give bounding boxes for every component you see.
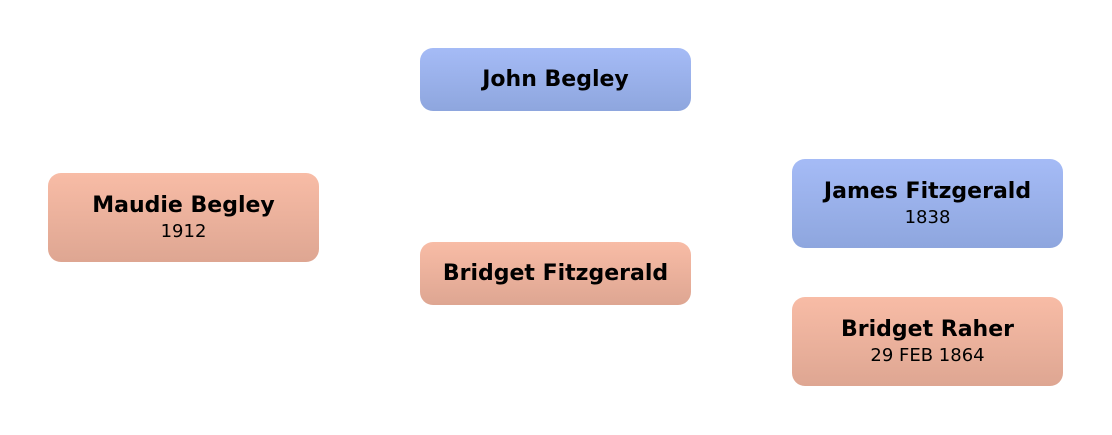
person-name: Bridget Fitzgerald: [442, 260, 669, 286]
person-card-bridget-fitzgerald[interactable]: Bridget Fitzgerald: [420, 242, 691, 305]
person-birth-date: 1838: [904, 206, 951, 228]
person-card-james-fitzgerald[interactable]: James Fitzgerald 1838: [792, 159, 1063, 248]
person-card-john-begley[interactable]: John Begley: [420, 48, 691, 111]
person-birth-date: 29 FEB 1864: [870, 344, 985, 366]
person-name: James Fitzgerald: [823, 178, 1032, 204]
person-name: Maudie Begley: [92, 192, 275, 218]
person-name: John Begley: [482, 66, 629, 92]
person-card-maudie-begley[interactable]: Maudie Begley 1912: [48, 173, 319, 262]
person-name: Bridget Raher: [841, 316, 1014, 342]
person-card-bridget-raher[interactable]: Bridget Raher 29 FEB 1864: [792, 297, 1063, 386]
person-birth-date: 1912: [160, 220, 207, 242]
